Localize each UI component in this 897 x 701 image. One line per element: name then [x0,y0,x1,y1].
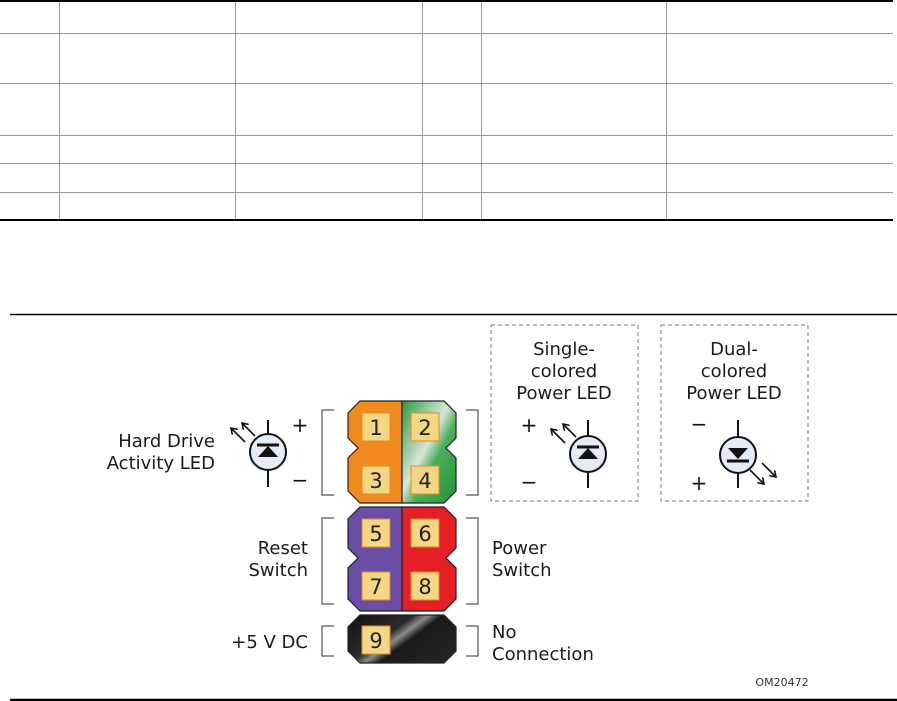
table-cell [421,162,481,192]
table-cell [58,82,235,135]
dual-led-title-line3: Power LED [686,383,781,404]
pin-1-number: 1 [369,416,382,440]
table-cell [480,82,666,135]
table-row [0,162,893,192]
table-cell [421,191,481,220]
pin-5-number: 5 [369,522,382,546]
hdd-led-minus-sign: − [292,468,309,492]
table-row [0,32,893,83]
table-cell [0,134,59,163]
table-cell [480,32,666,83]
hdd-led-symbol-icon [231,420,287,487]
pin-assignment-table [0,0,893,221]
dual-led-minus-sign: − [691,412,708,436]
table-cell [234,82,422,135]
bracket-reset-left [321,517,334,605]
table-cell [665,1,893,33]
table-cell [58,162,235,192]
table-cell [665,191,893,220]
table-cell [480,162,666,192]
single-colored-power-led-box: Single- colored Power LED + − [490,324,639,502]
pin-9-number: 9 [369,629,382,653]
table-cell [0,162,59,192]
no-connection-label-line1: No [492,622,516,643]
table-cell [234,162,422,192]
table-cell [665,162,893,192]
bracket-power-led-right [466,409,479,496]
table-cell [665,134,893,163]
reset-label-line2: Switch [248,560,308,581]
table-cell [665,32,893,83]
no-connection-label-line2: Connection [492,644,594,665]
bracket-5v-left [321,625,334,657]
table-cell [421,32,481,83]
power-switch-label-line1: Power [492,538,547,559]
table-cell [480,191,666,220]
reset-label-line1: Reset [258,538,308,559]
dual-led-symbol-icon [719,420,776,488]
table-cell [0,191,59,220]
table-cell [665,82,893,135]
single-led-title-line2: colored [531,361,597,382]
power-switch-label-line2: Switch [492,560,552,581]
dual-led-title-line2: colored [701,361,767,382]
single-led-minus-sign: − [521,470,538,494]
table-cell [421,134,481,163]
pin-6: 6 [410,518,440,548]
pin-2-number: 2 [418,416,431,440]
table-cell [234,134,422,163]
table-cell [480,1,666,33]
single-led-title-line3: Power LED [516,383,611,404]
hdd-led-label-line2: Activity LED [107,453,215,474]
table-row [0,82,893,135]
table-cell [234,1,422,33]
bracket-hdd-left [321,409,334,496]
table-cell [480,134,666,163]
table-cell [234,191,422,220]
pin-7-number: 7 [369,575,382,599]
table-cell [58,191,235,220]
table-cell [234,32,422,83]
table-cell [58,134,235,163]
hdd-led-plus-sign: + [292,413,309,437]
single-led-plus-sign: + [521,413,538,437]
plus-5v-label: +5 V DC [231,632,308,653]
table-cell [421,82,481,135]
figure-id-label: OM20472 [755,676,808,689]
table-row [0,134,893,163]
pin-8-number: 8 [418,575,431,599]
table-cell [421,1,481,33]
pin-2: 2 [410,412,440,442]
table-cell [58,1,235,33]
table-cell [0,82,59,135]
hdd-led-label-line1: Hard Drive [118,431,215,452]
pin-6-number: 6 [418,522,431,546]
pin-3-number: 3 [369,469,382,493]
dual-led-title-line1: Dual- [710,339,758,360]
pin-9: 9 [361,625,391,655]
single-led-title-line1: Single- [533,339,595,360]
table-row [0,191,893,220]
table-cell [0,32,59,83]
pin-4: 4 [410,465,440,495]
bracket-nc-right [466,625,479,657]
single-led-symbol-icon [551,420,607,488]
pin-4-number: 4 [418,469,431,493]
table-cell [58,32,235,83]
pin-5: 5 [361,518,391,548]
pin-1: 1 [361,412,391,442]
pin-8: 8 [410,571,440,601]
pin-7: 7 [361,571,391,601]
dual-colored-power-led-box: Dual- colored Power LED − + [660,324,809,502]
dual-led-plus-sign: + [691,471,708,495]
bracket-power-switch-right [466,517,479,605]
pin-3: 3 [361,465,391,495]
table-header-row [0,1,893,33]
